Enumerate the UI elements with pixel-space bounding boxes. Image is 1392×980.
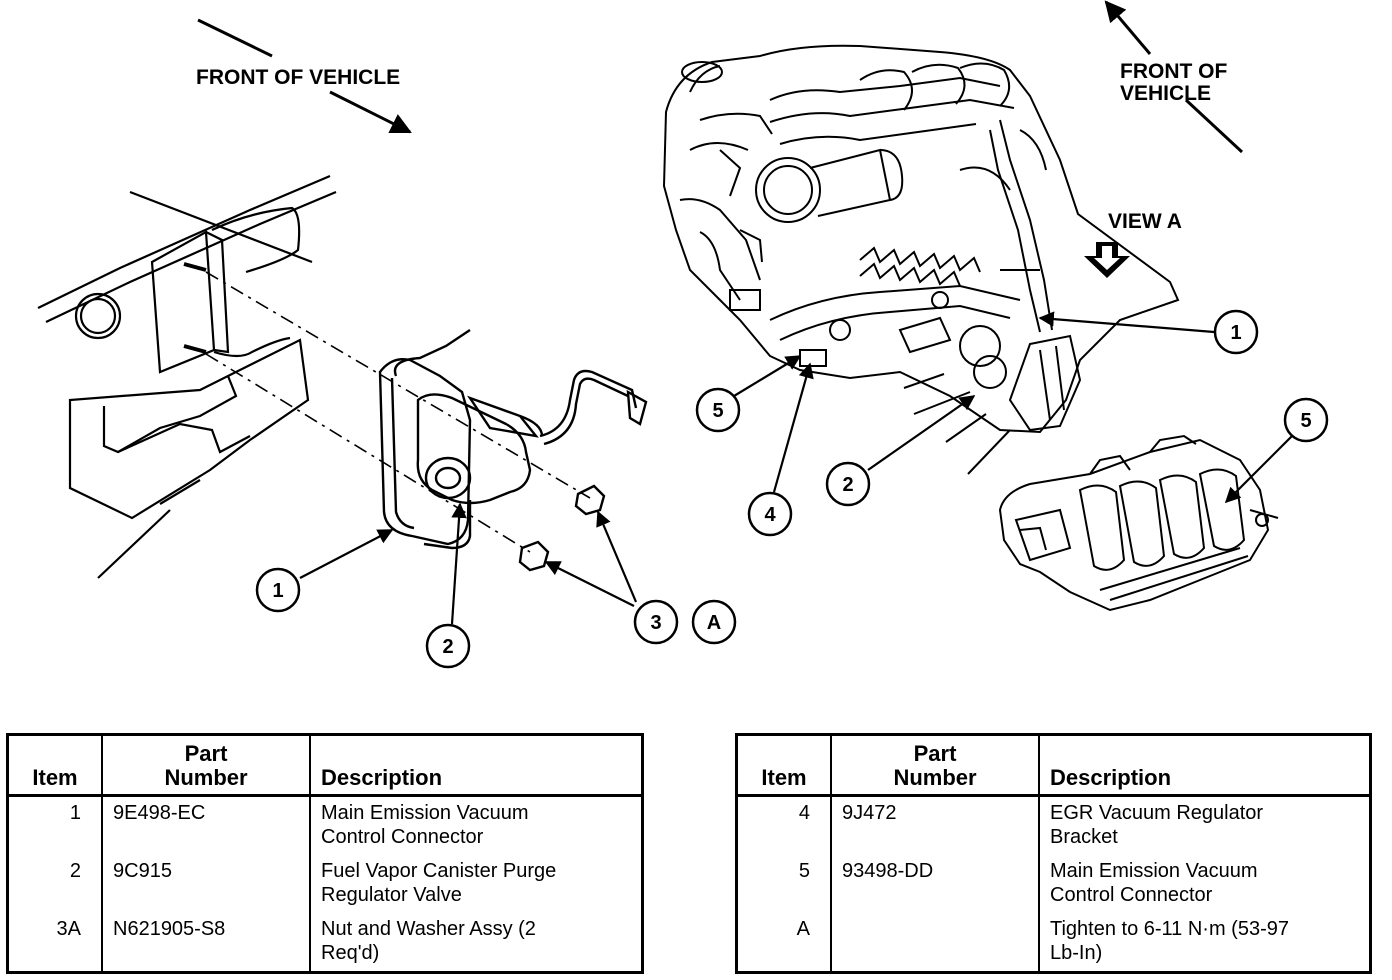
parts-table-right: Item Part Number Description 4 9J472 EGR… <box>735 733 1372 974</box>
callout-2-right: 2 <box>825 461 871 507</box>
cell-part-number <box>830 913 1039 973</box>
fender-panel-drawing <box>37 174 337 579</box>
svg-text:A: A <box>707 612 721 634</box>
cell-description: Tighten to 6-11 N·m (53-97 Lb-In) <box>1038 913 1371 973</box>
cell-description: EGR Vacuum Regulator Bracket <box>1038 795 1371 855</box>
front-of-vehicle-label-right-line2: VEHICLE <box>1120 82 1211 105</box>
header-description: Description <box>1038 734 1371 797</box>
table-header-row: Item Part Number Description <box>736 734 1371 797</box>
callout-1-right: 1 <box>1213 309 1259 355</box>
table-row: A Tighten to 6-11 N·m (53-97 Lb-In) <box>737 913 1371 973</box>
cell-item: 3A <box>56 918 81 940</box>
view-a-label: VIEW A <box>1108 210 1182 233</box>
svg-text:1: 1 <box>1230 322 1241 344</box>
svg-text:5: 5 <box>712 400 723 422</box>
cell-item: 2 <box>69 860 81 882</box>
cell-part-number: 9E498-EC <box>101 795 310 855</box>
header-item: Item <box>736 734 831 797</box>
view-a-inset-drawing <box>998 434 1279 612</box>
callout-2-left: 2 <box>425 623 471 669</box>
svg-text:2: 2 <box>442 636 453 658</box>
header-description: Description <box>309 734 643 797</box>
callout-leaders-right <box>733 311 1293 504</box>
cell-item: 4 <box>798 802 810 824</box>
front-of-vehicle-label-right-line1: FRONT OF <box>1120 60 1227 83</box>
header-part-number: Part Number <box>830 734 1039 797</box>
cell-description: Main Emission Vacuum Control Connector <box>309 795 643 855</box>
cell-item: 5 <box>798 860 810 882</box>
cell-description: Fuel Vapor Canister Purge Regulator Valv… <box>309 855 643 913</box>
svg-text:5: 5 <box>1300 410 1311 432</box>
header-item: Item <box>7 734 102 797</box>
table-row: 3A N621905-S8 Nut and Washer Assy (2 Req… <box>8 913 643 973</box>
callout-a-left: A <box>691 599 737 645</box>
table-row: 1 9E498-EC Main Emission Vacuum Control … <box>8 795 643 855</box>
cell-part-number: 9C915 <box>101 855 310 913</box>
svg-text:3: 3 <box>650 612 661 634</box>
svg-text:1: 1 <box>272 580 283 602</box>
mounting-leader-lines <box>205 271 591 553</box>
table-header-row: Item Part Number Description <box>7 734 643 797</box>
cell-part-number: 93498-DD <box>830 855 1039 913</box>
table-row: 4 9J472 EGR Vacuum Regulator Bracket <box>737 795 1371 855</box>
callout-5-right: 5 <box>695 387 741 433</box>
cell-item: A <box>796 918 810 940</box>
purge-regulator-valve-drawing <box>378 329 648 572</box>
table-row: 2 9C915 Fuel Vapor Canister Purge Regula… <box>8 855 643 913</box>
parts-table-left: Item Part Number Description 1 9E498-EC … <box>6 733 644 974</box>
front-of-vehicle-arrow-right <box>1104 0 1244 154</box>
front-of-vehicle-arrow-left <box>197 18 412 134</box>
cell-part-number: N621905-S8 <box>101 913 310 973</box>
header-part-number: Part Number <box>101 734 310 797</box>
cell-item: 1 <box>69 802 81 824</box>
svg-text:4: 4 <box>764 504 776 526</box>
front-of-vehicle-label-left: FRONT OF VEHICLE <box>196 66 400 89</box>
view-a-arrow <box>1084 242 1130 278</box>
svg-text:2: 2 <box>842 474 853 496</box>
callout-1-left: 1 <box>255 567 301 613</box>
table-row: 5 93498-DD Main Emission Vacuum Control … <box>737 855 1371 913</box>
engine-drawing <box>662 44 1180 475</box>
callout-3-left: 3 <box>633 599 679 645</box>
callout-leaders-left <box>299 502 638 625</box>
cell-description: Main Emission Vacuum Control Connector <box>1038 855 1371 913</box>
cell-description: Nut and Washer Assy (2 Req'd) <box>309 913 643 973</box>
callout-5-inset: 5 <box>1283 397 1329 443</box>
callout-4-right: 4 <box>747 491 793 537</box>
cell-part-number: 9J472 <box>830 795 1039 855</box>
